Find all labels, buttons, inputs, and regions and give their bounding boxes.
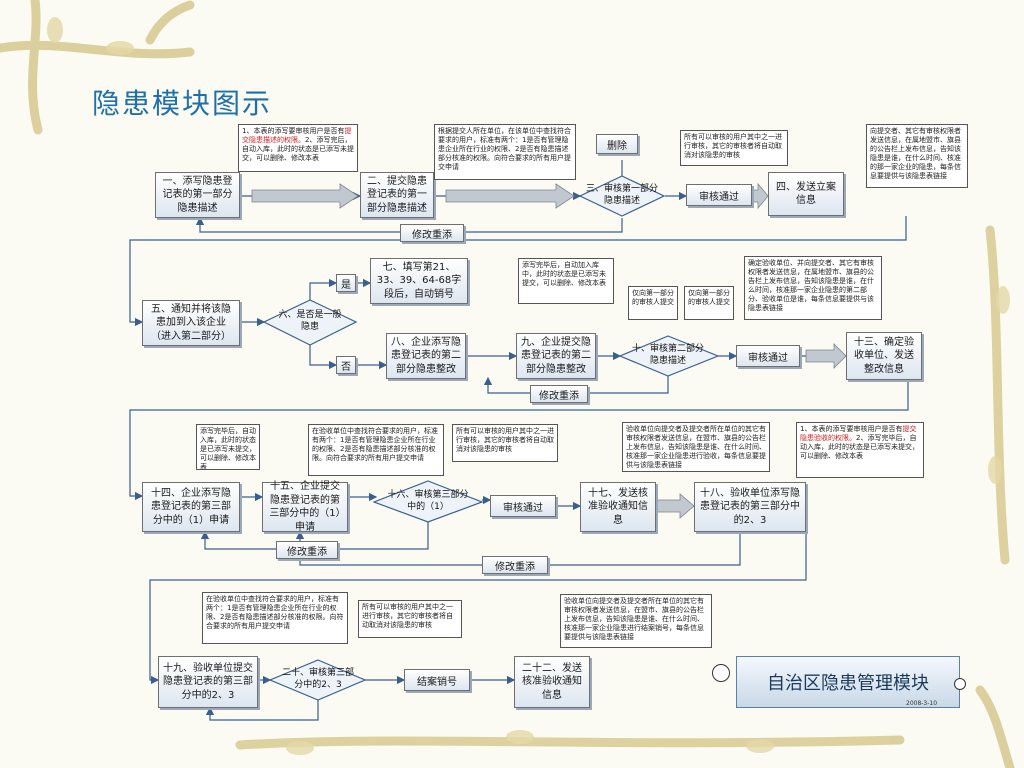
note-1: 1、本表的添写要审核用户是否有提交隐患描述的权限。2、添写完后，自动入库，此时的… [238,124,358,172]
step-16-label: 十六、审核第三部分中的（1） [387,490,469,512]
note-5: 添写完毕后，自动加入库中，此时的状态是已添写未提交，可以删除、修改本表 [518,258,614,304]
step-14-box: 十四、企业添写隐患登记表的第三部分中的（1）申请 [142,482,240,532]
step-10-label: 十、审核第二部分隐患描述 [631,344,704,366]
ornament-circle-left [712,664,730,682]
note-16: 验收单位向提交者及提交者所在单位的其它有审核权限者发送信息，在盟市、旗县的公告栏… [560,594,712,648]
approve-button-1[interactable]: 审核通过 [686,184,752,206]
note-9: 添写完毕后，自动入库，此时的状态是已添写未提交，可以删除、修改本表 [196,424,260,470]
note-12: 验收单位向提交者及提交者所在单位的其它有审核权限者发送信息，在盟市、旗县的公告栏… [622,422,770,472]
step-20-label: 二十、审核第三部分中的2、3 [281,668,354,690]
note-7: 仅向第一部分的审核人提交 [684,286,734,320]
revise-button-1[interactable]: 修改重添 [400,224,464,242]
step-6-label: 六、是否是一般隐患 [278,310,342,332]
module-date: 2008-3-10 [906,700,938,707]
step-7-box: 七、填写第21、33、39、64-68字段后，自动销号 [370,258,468,304]
revise-button-2[interactable]: 修改重添 [530,385,588,403]
note-6: 仅向第一部分的审核人提交 [628,286,678,320]
step-19-box: 十九、验收单位提交隐患登记表的第三部分中的2、3 [158,656,258,708]
decision-diamond-s10 [618,335,720,377]
step-1-box: 一、添写隐患登记表的第一部分隐患描述 [155,172,240,218]
note-3: 所有可以审核的用户其中之一进行审核，其它的审核者将自动取消对该隐患的审核 [680,130,788,166]
delete-button[interactable]: 删除 [596,134,638,154]
note-14: 在验收单位中查找符合要求的用户，标准有两个：1是否有管理隐患企业所在行业的权限、… [202,592,348,644]
step-5-box: 五、通知并将该隐患加到入该企业（进入第二部分） [142,300,240,346]
step-4-box: 四、发送立案信息 [768,172,844,216]
revise-button-4[interactable]: 修改重添 [482,556,548,574]
close-case-button[interactable]: 结案销号 [404,669,470,691]
step-17-box: 十七、发送核准验收通知信息 [580,482,656,532]
decision-diamond-s16 [372,480,484,523]
note-13: 1、本表的添写要审核用户是否有提交隐患验收的权限。2、添写完毕后，自动入库，此时… [796,422,924,478]
step-9-box: 九、企业提交隐患登记表的第二部分隐患整改 [516,333,596,379]
yes-label: 是 [336,274,356,292]
decision-diamond-s3 [578,175,666,217]
slide-title: 隐患模块图示 [92,87,273,120]
decision-diamond-s6 [262,299,358,346]
step-13-box: 十三、确定验收单位、发送整改信息 [846,332,922,380]
step-8-box: 八、企业添写隐患登记表的第二部分隐患整改 [386,333,466,379]
step-3-label: 三、审核第一部分隐患描述 [585,184,658,206]
approve-button-2[interactable]: 审核通过 [736,345,800,367]
step-2-box: 二、提交隐患登记表的第一部分隐患描述 [360,172,434,218]
no-label: 否 [336,356,356,374]
approve-button-3[interactable]: 审核通过 [490,495,556,517]
decision-diamond-s20 [268,659,367,701]
note-2: 根据提交人所在单位，在该单位中查找符合要求的用户，标准有两个：1是否有管理隐患企… [434,124,576,180]
step-22-box: 二十二、发送核准验收通知信息 [514,656,590,708]
note-11: 所有可以审核的用户其中之一进行审核，其它的审核者将自动取消对该隐患的审核 [452,424,558,462]
step-15-box: 十五、企业提交隐患登记表的第三部分中的（1）申请 [262,481,348,533]
note-8: 确定验收单位、并向提交者、其它有审核权限者发送信息，在属地盟市、旗县的公告栏上发… [744,256,882,320]
note-4: 向提交者、其它有审核权限者发送信息，在属地盟市、旗县的公告栏上发布信息，告知该隐… [866,124,968,188]
note-10: 在验收单位中查找符合要求的用户，标准有两个：1是否有管理隐患企业所在行业的权限、… [308,424,444,476]
revise-button-3[interactable]: 修改重添 [276,541,338,559]
step-18-box: 十八、验收单位添写隐患登记表的第三部分中的2、3 [694,482,806,532]
module-title: 自治区隐患管理模块 [736,656,960,708]
ornament-circle-right [954,678,966,690]
note-15: 所有可以审核的用户其中之一进行审核，其它的审核者将自动取消对该隐患的审核 [358,600,462,638]
